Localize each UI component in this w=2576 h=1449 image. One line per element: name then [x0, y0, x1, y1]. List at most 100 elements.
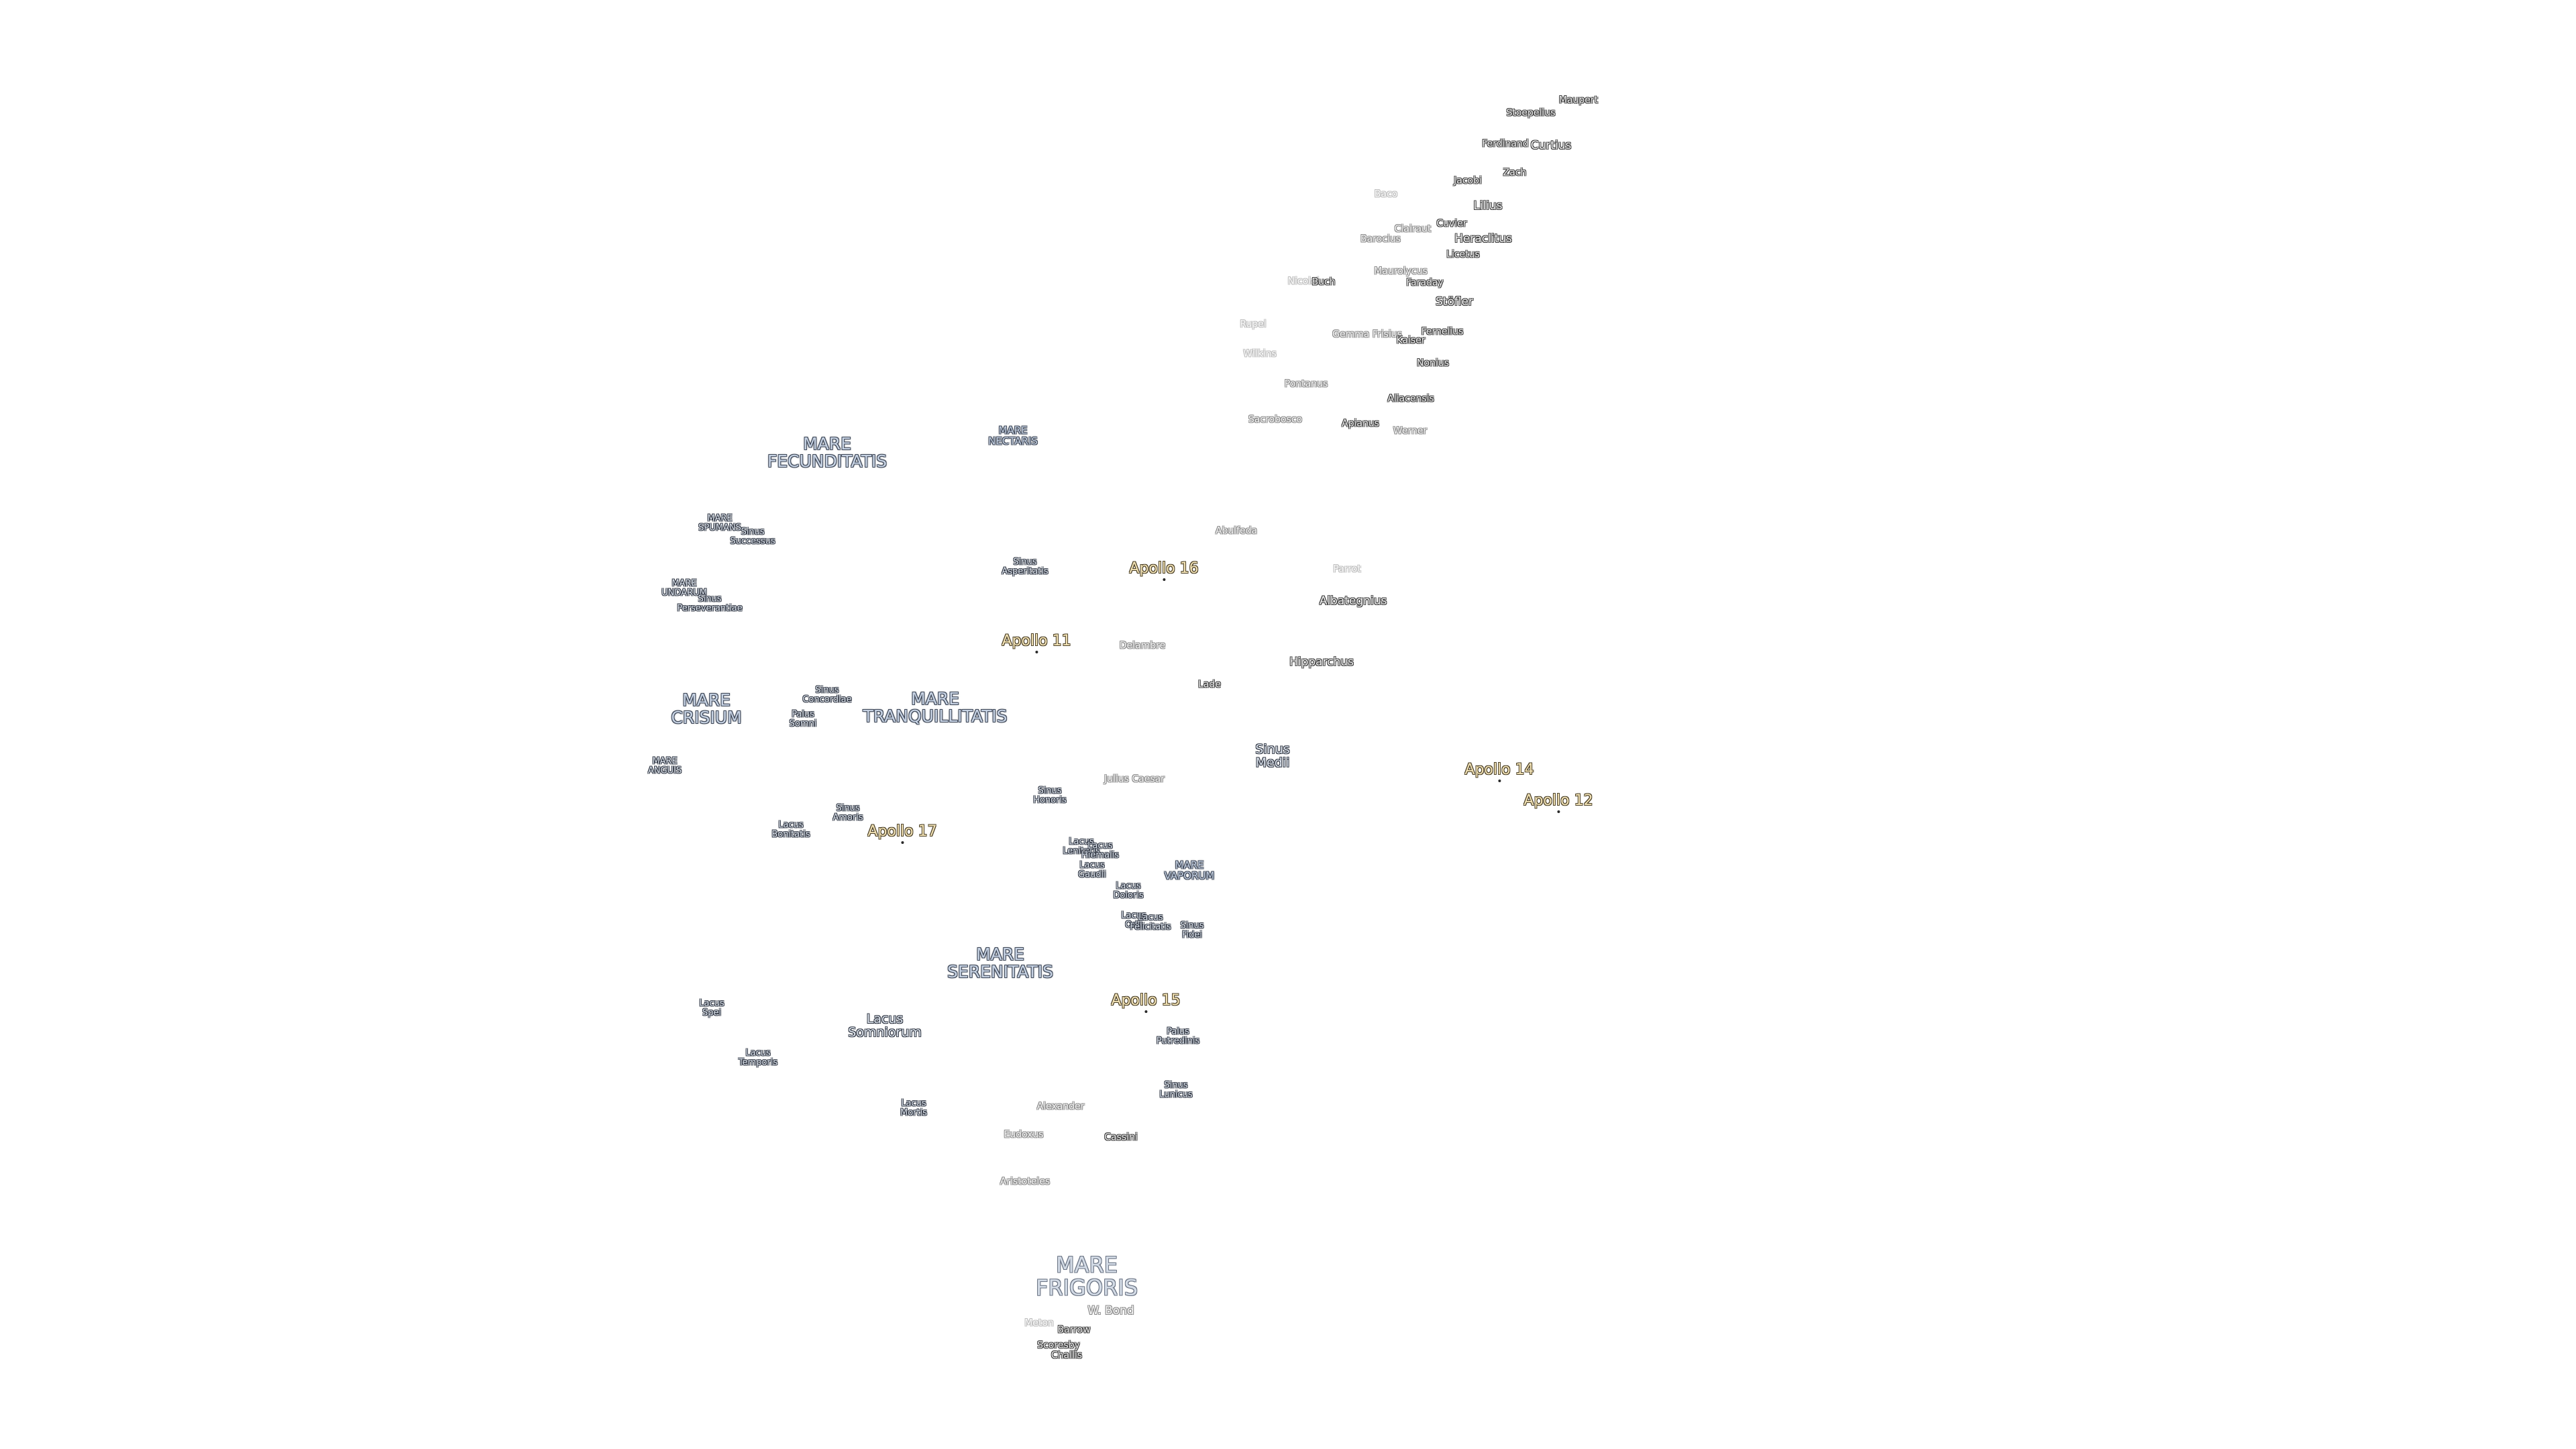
map-label-text: Apollo 12: [1523, 792, 1593, 809]
map-label-crater-pontanus[interactable]: Pontanus: [1285, 379, 1328, 390]
map-label-crater-faraday[interactable]: Faraday: [1406, 278, 1443, 288]
map-label-apollo-15[interactable]: Apollo 15: [1111, 991, 1181, 1014]
map-label-crater-clairaut[interactable]: Clairaut: [1394, 223, 1432, 235]
map-label-crater-aliacensis[interactable]: Aliacensis: [1387, 394, 1434, 405]
map-label-crater-apianus[interactable]: Apianus: [1342, 419, 1379, 429]
map-label-text: Concordiae: [802, 694, 852, 704]
map-label-apollo-12[interactable]: Apollo 12: [1523, 792, 1593, 814]
map-label-text: Somniorum: [848, 1025, 922, 1040]
map-label-apollo-11[interactable]: Apollo 11: [1002, 633, 1071, 654]
map-label-crater-stoephas[interactable]: Stoepelius: [1506, 108, 1555, 119]
map-label-crater-fernelius[interactable]: Fernelius: [1421, 327, 1464, 337]
map-label-crater-julius-caesar[interactable]: Julius Caesar: [1104, 774, 1165, 785]
map-label-crater-kaiser[interactable]: Kaiser: [1396, 335, 1425, 346]
map-label-crater-scoresby[interactable]: Scoresby: [1037, 1340, 1080, 1351]
map-label-text: Baco: [1374, 189, 1398, 200]
map-label-crater-gemma-frisius[interactable]: Gemma Frisius: [1332, 329, 1402, 340]
map-label-crater-zach[interactable]: Zach: [1503, 168, 1527, 178]
map-label-text: Rupel: [1240, 319, 1267, 330]
map-label-text: ANGUIS: [647, 765, 682, 775]
map-label-crater-hipparchus[interactable]: Hipparchus: [1289, 656, 1354, 669]
map-label-text: Stöfler: [1435, 295, 1474, 309]
map-label-text: MARE: [976, 944, 1024, 964]
map-label-text: Apollo 16: [1129, 559, 1199, 577]
map-label-crater-stoefler[interactable]: Stöfler: [1435, 295, 1474, 309]
map-label-crater-abulfeda[interactable]: Abulfeda: [1216, 526, 1257, 537]
map-label-apollo-16[interactable]: Apollo 16: [1129, 559, 1199, 582]
map-label-crater-buch[interactable]: Buch: [1311, 277, 1335, 288]
map-label-crater-eudoxus[interactable]: Eudoxus: [1004, 1130, 1043, 1140]
map-label-text: Lacus: [901, 1098, 926, 1109]
map-label-crater-maurolycus[interactable]: Maurolycus: [1374, 266, 1428, 277]
map-label-text: MARE: [672, 578, 697, 589]
map-label-crater-curtius[interactable]: Curtius: [1531, 140, 1572, 152]
map-label-crater-wilkins[interactable]: Wilkins: [1243, 349, 1276, 360]
map-label-crater-jacobi[interactable]: Jacobi: [1454, 176, 1482, 186]
map-label-crater-ruppell[interactable]: Rupel: [1240, 319, 1267, 330]
map-label-crater-cassini[interactable]: Cassini: [1104, 1132, 1138, 1143]
map-label-crater-barrow[interactable]: Barrow: [1057, 1325, 1090, 1336]
map-label-text: MARE: [1056, 1252, 1118, 1278]
map-label-crater-ferdinand[interactable]: Ferdinand: [1482, 139, 1528, 150]
map-label-crater-maupertuis[interactable]: Maupert: [1558, 95, 1599, 106]
map-label-crater-werner[interactable]: Werner: [1393, 426, 1427, 437]
map-label-text: Maupert: [1558, 95, 1599, 106]
map-label-crater-nonius[interactable]: Nonius: [1417, 358, 1449, 369]
map-label-text: Clairaut: [1394, 223, 1432, 235]
map-label-crater-heraclitus[interactable]: Heraclitus: [1454, 233, 1512, 246]
map-label-crater-challis[interactable]: Challis: [1051, 1350, 1082, 1361]
map-label-crater-barocius[interactable]: Barocius: [1360, 234, 1401, 245]
map-label-text: Lacus: [778, 820, 804, 830]
map-label-crater-parrot[interactable]: Parrot: [1333, 564, 1360, 575]
map-label-apollo-14[interactable]: Apollo 14: [1464, 762, 1534, 783]
map-label-crater-cuvier[interactable]: Cuvier: [1436, 219, 1466, 229]
map-label-crater-baco[interactable]: Baco: [1374, 189, 1398, 200]
map-label-crater-delambre[interactable]: Delambre: [1120, 641, 1165, 651]
map-label-crater-sacrobosco[interactable]: Sacrobosco: [1248, 415, 1302, 425]
map-label-apollo-17[interactable]: Apollo 17: [867, 824, 937, 845]
map-label-crater-licetus[interactable]: Licetus: [1446, 250, 1480, 260]
map-label-crater-albategnius[interactable]: Albategnius: [1320, 595, 1387, 608]
map-label-crater-aristoteles[interactable]: Aristoteles: [1000, 1177, 1050, 1187]
map-label-crater-lilius[interactable]: Lilius: [1473, 200, 1502, 213]
map-label-crater-w-bond[interactable]: W. Bond: [1087, 1305, 1134, 1318]
map-label-crater-nicolai[interactable]: Nicolai: [1288, 276, 1320, 287]
map-label-text: Apollo 15: [1111, 991, 1181, 1009]
map-label-crater-lade[interactable]: Lade: [1198, 680, 1221, 690]
map-label-crater-alexander[interactable]: Alexander: [1037, 1102, 1085, 1112]
map-label-crater-meton[interactable]: Meton: [1024, 1318, 1054, 1329]
